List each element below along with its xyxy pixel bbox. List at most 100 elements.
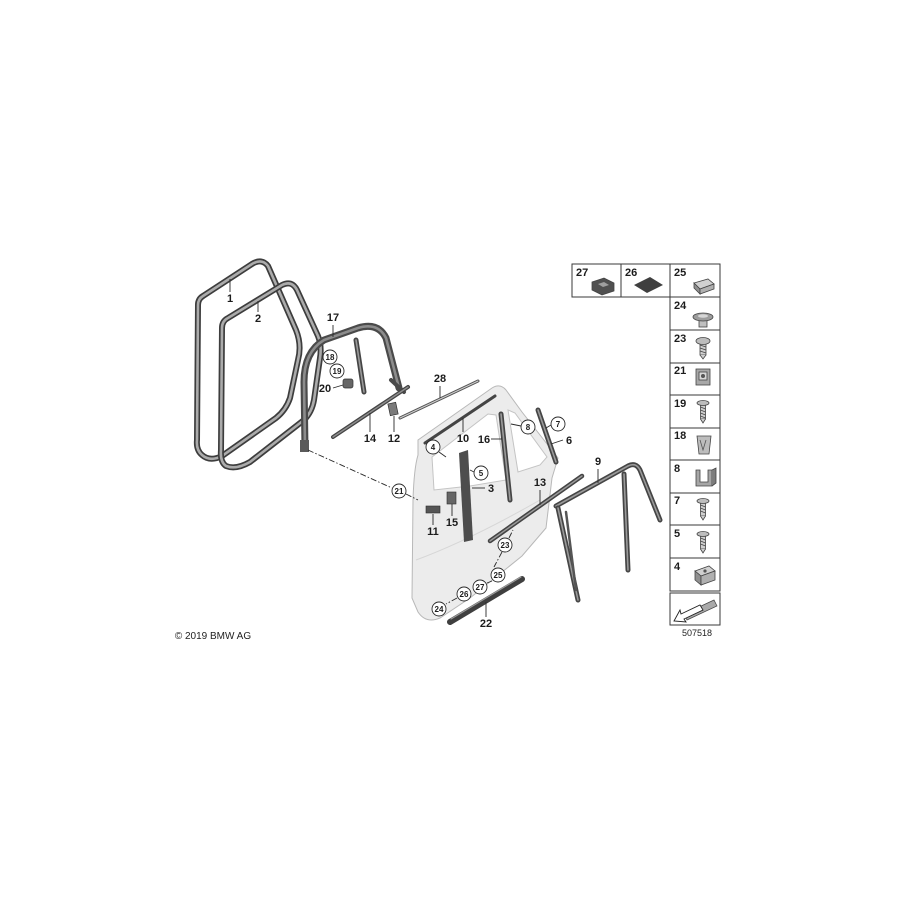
legend-cell-top-0: 27 <box>571 263 622 298</box>
legend-cell-8: 8 <box>669 459 721 494</box>
grommet-icon <box>591 277 615 296</box>
svg-text:19: 19 <box>674 398 686 410</box>
svg-text:8: 8 <box>526 423 531 432</box>
circled-callout: 23 <box>497 537 513 553</box>
circled-callout: 18 <box>322 349 338 365</box>
callout-label: 22 <box>480 618 492 630</box>
circled-callout: 7 <box>550 416 566 432</box>
square-clip-nut-icon <box>695 368 711 386</box>
svg-text:23: 23 <box>674 333 686 345</box>
clip-nut-icon <box>693 278 715 295</box>
circled-callout: 27 <box>472 579 488 595</box>
window-frame-seal <box>300 322 406 452</box>
callout-label: 3 <box>488 483 494 495</box>
legend-cell-top-2: 25 <box>669 263 721 298</box>
cover-cap-part-12 <box>387 401 399 417</box>
callout-label: 9 <box>595 456 601 468</box>
callout-label: 11 <box>427 526 439 538</box>
svg-text:4: 4 <box>674 561 681 573</box>
division-bar-seal <box>498 411 513 503</box>
legend-cell-top-1: 26 <box>620 263 671 298</box>
circled-callout: 5 <box>473 465 489 481</box>
circled-callout: 26 <box>456 586 472 602</box>
callout-label: 12 <box>388 433 400 445</box>
self-tapping-screw-icon <box>696 531 710 554</box>
spring-clip-icon <box>696 435 712 455</box>
window-channel-strip <box>331 385 410 439</box>
legend-cell-19: 19 <box>669 394 721 429</box>
dashed-reference-lines <box>307 449 514 605</box>
callout-label: 16 <box>478 434 490 446</box>
svg-text:26: 26 <box>625 267 637 279</box>
circled-callout: 21 <box>391 483 407 499</box>
callout-label: 2 <box>255 313 261 325</box>
circled-callout: 8 <box>520 419 536 435</box>
rear-edge-seal <box>535 407 559 465</box>
part-labels: 1 2 17 20 14 12 28 10 16 6 3 13 9 11 15 … <box>227 293 601 630</box>
belt-line-strip <box>487 473 585 544</box>
copyright-text: © 2019 BMW AG <box>175 631 252 642</box>
callout-label: 20 <box>319 383 331 395</box>
svg-text:27: 27 <box>576 267 588 279</box>
bracket-icon <box>695 467 717 487</box>
svg-text:23: 23 <box>501 541 510 550</box>
clip-nut-icon <box>694 565 716 586</box>
trim-clip-part-20 <box>342 378 354 389</box>
callout-label: 10 <box>457 433 469 445</box>
svg-text:5: 5 <box>479 469 484 478</box>
svg-text:7: 7 <box>556 420 561 429</box>
svg-text:7: 7 <box>674 495 680 507</box>
pillar-trim-part-3 <box>459 450 473 542</box>
svg-text:8: 8 <box>674 463 680 475</box>
circled-callout: 24 <box>431 601 447 617</box>
legend-panel: 27 26 25 24 <box>571 263 721 626</box>
circled-labels: 18 19 8 7 4 5 21 23 25 27 26 24 <box>322 349 566 617</box>
circled-callout: 25 <box>490 567 506 583</box>
svg-text:18: 18 <box>326 353 335 362</box>
door-seal-outer <box>193 258 303 462</box>
expanding-rivet-icon <box>692 312 714 328</box>
window-channel-frame <box>553 462 663 603</box>
adhesive-pad-icon <box>634 277 663 293</box>
callout-label: 17 <box>327 312 339 324</box>
window-guide-top <box>423 394 497 445</box>
legend-cell-21: 21 <box>669 362 721 396</box>
leader-lines <box>229 279 599 617</box>
legend-cell-18: 18 <box>669 427 721 461</box>
callout-label: 14 <box>364 433 377 445</box>
svg-text:21: 21 <box>395 487 404 496</box>
self-tapping-screw-icon <box>696 498 710 521</box>
door-sill-strip <box>447 576 525 625</box>
screw-icon <box>696 400 710 424</box>
lock-part-11 <box>425 505 441 514</box>
image-number: 507518 <box>682 628 712 638</box>
svg-text:5: 5 <box>674 528 680 540</box>
svg-text:25: 25 <box>494 571 503 580</box>
legend-cell-23: 23 <box>669 329 721 364</box>
circled-callout: 19 <box>329 363 345 379</box>
svg-text:19: 19 <box>333 367 342 376</box>
svg-text:18: 18 <box>674 430 686 442</box>
lock-part-15 <box>446 491 457 505</box>
legend-cell-5: 5 <box>669 524 721 559</box>
svg-text:24: 24 <box>435 605 444 614</box>
circled-callout: 4 <box>425 439 441 455</box>
svg-text:4: 4 <box>431 443 436 452</box>
callout-label: 6 <box>566 435 572 447</box>
callout-label: 13 <box>534 477 546 489</box>
svg-text:26: 26 <box>460 590 469 599</box>
collar-screw-icon <box>695 337 711 360</box>
svg-text:25: 25 <box>674 267 686 279</box>
legend-cell-4: 4 <box>669 557 721 592</box>
svg-text:21: 21 <box>674 365 686 377</box>
frame-top-strip <box>398 379 480 420</box>
callout-label: 28 <box>434 373 446 385</box>
legend-cell-7: 7 <box>669 492 721 526</box>
svg-text:27: 27 <box>476 583 485 592</box>
legend-cell-arrow <box>669 592 721 626</box>
legend-cell-24: 24 <box>669 296 721 331</box>
direction-arrow-icon <box>673 599 718 623</box>
callout-label: 15 <box>446 517 458 529</box>
callout-label: 1 <box>227 293 233 305</box>
